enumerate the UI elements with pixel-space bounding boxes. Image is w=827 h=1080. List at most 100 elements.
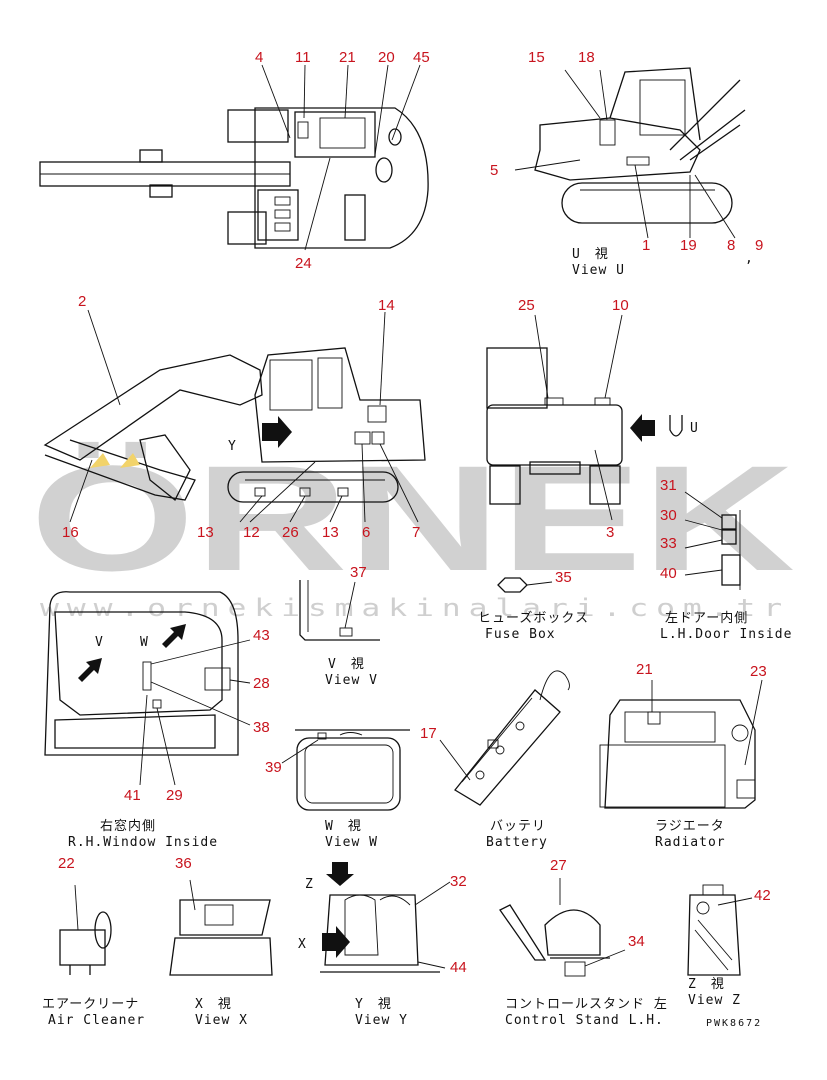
arrow-down-icon <box>326 862 354 886</box>
label-5: 5 <box>490 162 498 179</box>
label-22: 22 <box>58 855 75 872</box>
label-9: 9 <box>755 237 763 254</box>
caption-view-w-jp: W 視 <box>325 819 362 834</box>
label-26: 26 <box>282 524 299 541</box>
control-stand-detail <box>499 878 626 977</box>
label-13-left: 13 <box>197 524 214 541</box>
label-17: 17 <box>420 725 437 742</box>
label-44: 44 <box>450 959 467 976</box>
caption-view-z-jp: Z 視 <box>688 977 725 992</box>
view-letter-u: U <box>690 421 699 436</box>
label-31: 31 <box>660 477 677 494</box>
caption-view-x-en: View X <box>195 1013 248 1028</box>
label-6: 6 <box>362 524 370 541</box>
caption-radiator-en: Radiator <box>655 835 726 850</box>
label-35: 35 <box>555 569 572 586</box>
label-36: 36 <box>175 855 192 872</box>
label-10: 10 <box>612 297 629 314</box>
view-letter-w: W <box>140 635 149 650</box>
caption-rwin-jp: 右窓内側 <box>100 818 156 834</box>
rh-window-detail <box>44 591 251 786</box>
label-29: 29 <box>166 787 183 804</box>
label-14: 14 <box>378 297 395 314</box>
arrow-down-left-icon <box>78 658 102 682</box>
excavator-rear-view <box>486 314 683 521</box>
label-18: 18 <box>578 49 595 66</box>
excavator-view-u <box>514 67 746 239</box>
label-45: 45 <box>413 49 430 66</box>
view-x-detail <box>169 879 273 976</box>
caption-view-u-en: View U <box>572 263 625 278</box>
label-27: 27 <box>550 857 567 874</box>
caption-air-en: Air Cleaner <box>48 1013 145 1028</box>
warning-mark-left <box>90 453 110 468</box>
caption-view-y-jp: Y 視 <box>355 997 392 1012</box>
watermark-url: www.ornekismakinalari.com.tr <box>40 594 790 622</box>
caption-view-v-jp: V 視 <box>328 657 365 672</box>
label-34: 34 <box>628 933 645 950</box>
label-32: 32 <box>450 873 467 890</box>
label-4: 4 <box>255 49 263 66</box>
view-letter-v: V <box>95 635 104 650</box>
label-28: 28 <box>253 675 270 692</box>
view-z-detail <box>687 884 753 976</box>
label-13-right: 13 <box>322 524 339 541</box>
label-43: 43 <box>253 627 270 644</box>
excavator-top-view <box>39 64 429 251</box>
view-y-detail <box>320 862 451 973</box>
label-16: 16 <box>62 524 79 541</box>
arrow-right-icon <box>262 416 292 448</box>
caption-view-x-jp: X 視 <box>195 997 232 1012</box>
arrow-up-right-icon <box>162 624 186 648</box>
label-30: 30 <box>660 507 677 524</box>
caption-view-z-en: View Z <box>688 993 741 1008</box>
label-37: 37 <box>350 564 367 581</box>
caption-stand-en: Control Stand L.H. <box>505 1013 664 1028</box>
label-41: 41 <box>124 787 141 804</box>
label-12: 12 <box>243 524 260 541</box>
caption-air-jp: エアークリーナ <box>42 997 139 1012</box>
label-3: 3 <box>606 524 614 541</box>
label-11: 11 <box>295 49 311 66</box>
label-40: 40 <box>660 565 677 582</box>
caption-view-w-en: View W <box>325 835 378 850</box>
label-20: 20 <box>378 49 395 66</box>
caption-battery-jp: バッテリ <box>490 819 546 834</box>
door-inside-detail <box>684 491 741 590</box>
label-39: 39 <box>265 759 282 776</box>
caption-view-y-en: View Y <box>355 1013 408 1028</box>
caption-radiator-jp: ラジエータ <box>655 819 725 834</box>
stray-comma: , <box>745 251 754 266</box>
caption-stand-jp: コントロールスタンド 左 <box>505 997 668 1012</box>
caption-view-u-jp: U 視 <box>572 247 609 262</box>
arrow-left-icon <box>630 414 655 442</box>
fuse-box-detail <box>497 577 553 593</box>
label-19: 19 <box>680 237 697 254</box>
label-21-top: 21 <box>339 49 356 66</box>
label-15: 15 <box>528 49 545 66</box>
label-38: 38 <box>253 719 270 736</box>
excavator-side-view <box>43 309 426 523</box>
view-v-detail <box>299 580 380 641</box>
caption-rwin-en: R.H.Window Inside <box>68 835 218 850</box>
view-letter-y: Y <box>228 439 237 454</box>
label-23: 23 <box>750 663 767 680</box>
view-w-detail <box>281 729 410 811</box>
label-24: 24 <box>295 255 312 272</box>
label-8: 8 <box>727 237 735 254</box>
watermark-text: ÖRNEK <box>30 434 795 602</box>
battery-detail <box>439 670 570 806</box>
label-42: 42 <box>754 887 771 904</box>
view-letter-x: X <box>298 937 307 952</box>
caption-fuse-en: Fuse Box <box>485 627 556 642</box>
caption-door-en: L.H.Door Inside <box>660 627 792 642</box>
arrow-right-y-icon <box>322 926 350 958</box>
label-21-radiator: 21 <box>636 661 653 678</box>
caption-battery-en: Battery <box>486 835 548 850</box>
label-7: 7 <box>412 524 420 541</box>
air-cleaner-detail <box>59 884 112 975</box>
label-25: 25 <box>518 297 535 314</box>
radiator-detail <box>599 679 763 809</box>
